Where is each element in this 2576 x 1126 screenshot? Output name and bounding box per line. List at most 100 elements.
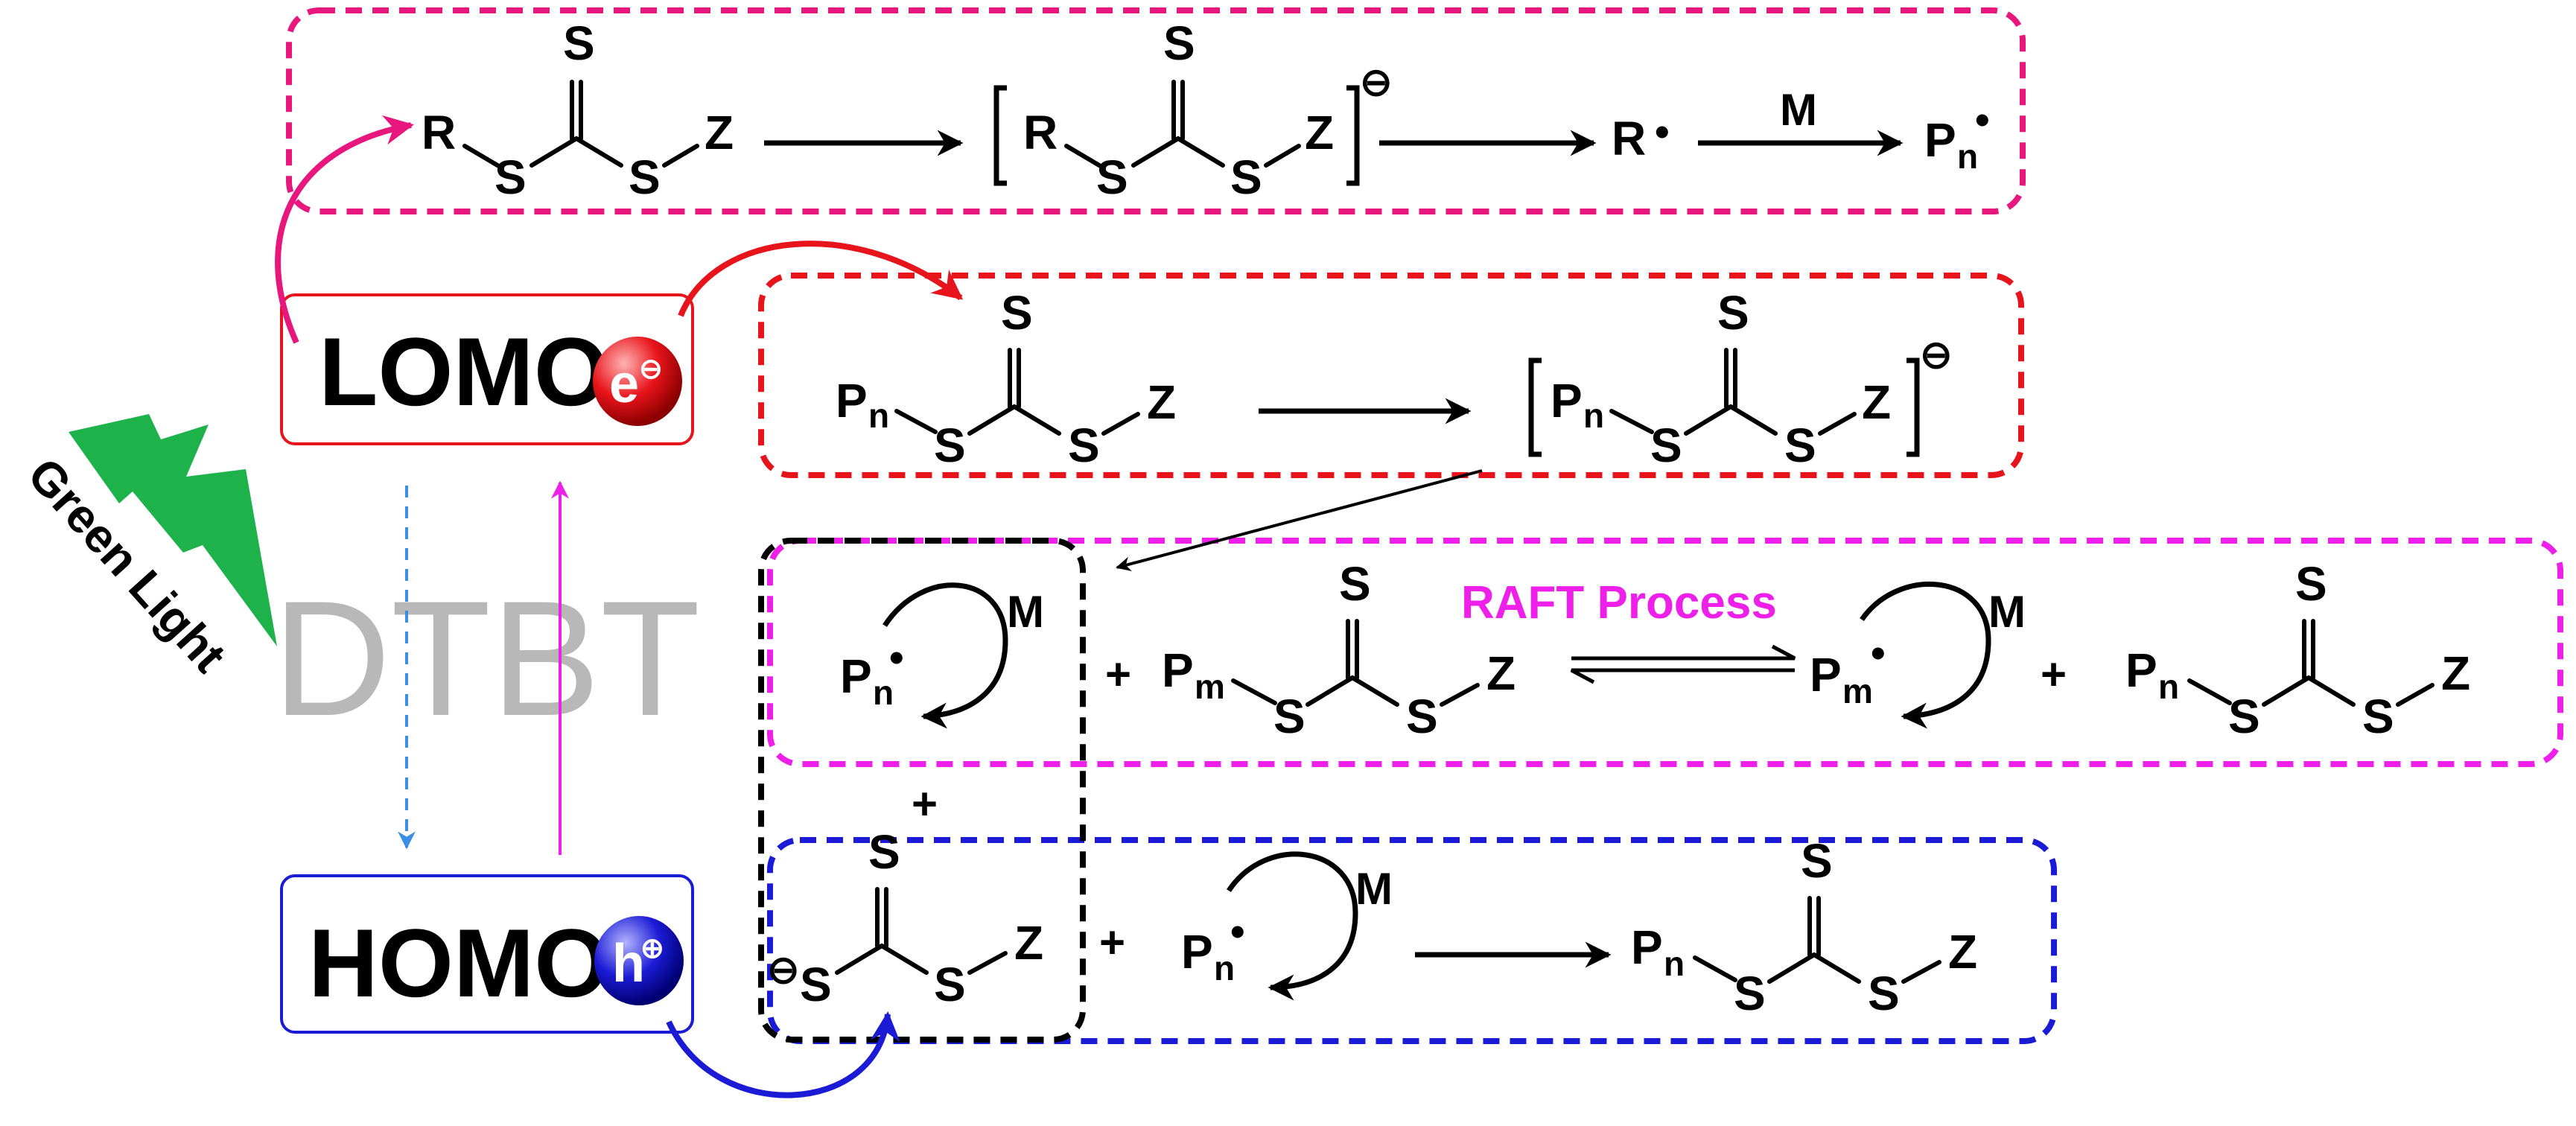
s-label: S xyxy=(1230,150,1262,204)
pn-ttc-row3: P n S S S Z xyxy=(2125,557,2470,743)
subscript-m: m xyxy=(1842,672,1873,710)
pn-ttc-row4: P n S S S Z xyxy=(1631,834,1977,1020)
r-label: R xyxy=(422,106,456,159)
radical-dot: • xyxy=(1871,629,1886,676)
equilibrium-arrows xyxy=(1570,644,1796,684)
raft-process-label: RAFT Process xyxy=(1461,577,1777,629)
s-label: S xyxy=(1163,16,1195,70)
electron-label: e xyxy=(609,354,639,414)
s-label: S xyxy=(1734,967,1766,1020)
s-label: S xyxy=(1650,419,1682,472)
pn-radical-row3: P n • M xyxy=(840,582,1044,729)
red-box xyxy=(758,273,2024,478)
monomer-addition-arc xyxy=(1860,581,1991,729)
minus-charge: ⊖ xyxy=(1920,334,1953,377)
row2-radical-anion: P n S S S Z ⊖ xyxy=(1528,286,1953,472)
monomer-label: M xyxy=(1007,587,1044,637)
radical-dot: • xyxy=(1655,108,1670,155)
z-label: Z xyxy=(1305,106,1334,159)
subscript-n: n xyxy=(873,673,894,712)
subscript-n: n xyxy=(1664,944,1685,983)
subscript-n: n xyxy=(868,396,889,435)
subscript-n: n xyxy=(1583,396,1604,435)
r-radical: R xyxy=(1612,112,1646,165)
subscript-m: m xyxy=(1195,667,1225,706)
blue-box xyxy=(767,837,2057,1044)
z-label: Z xyxy=(705,106,734,159)
pm-label: P xyxy=(1162,643,1194,697)
s-label: S xyxy=(1868,967,1900,1020)
pink-electron-transfer-arrow xyxy=(275,115,414,344)
pn-label: P xyxy=(1551,374,1583,427)
s-label: S xyxy=(2295,557,2327,611)
pn-label: P xyxy=(840,649,872,703)
top-pink-box xyxy=(286,7,2026,214)
monomer-addition-arc xyxy=(882,582,1008,729)
monomer-label: M xyxy=(1355,864,1393,914)
s-label: S xyxy=(494,150,527,204)
minus-charge: ⊖ xyxy=(1360,61,1393,104)
s-label: S xyxy=(1068,419,1100,472)
z-label: Z xyxy=(1147,375,1176,429)
pm-label: P xyxy=(1810,648,1842,702)
homo-label: HOMO xyxy=(308,909,609,1017)
s-label: S xyxy=(1273,690,1306,743)
subscript-n: n xyxy=(1957,137,1978,176)
s-label: S xyxy=(1784,419,1816,472)
lightning-icon xyxy=(69,414,277,646)
z-label: Z xyxy=(1948,925,1977,979)
ttc-anion: ⊖ S S S Z xyxy=(767,825,1043,1011)
dtbt-label: DTBT xyxy=(273,567,700,750)
blue-hole-transfer-arrow xyxy=(666,1011,900,1098)
s-label: S xyxy=(1406,690,1438,743)
s-label: S xyxy=(629,150,661,204)
row1-rs-csz: R S S S Z xyxy=(422,16,734,204)
radical-dot: • xyxy=(1975,96,1990,143)
plus-sign: + xyxy=(2041,649,2067,699)
pn-label: P xyxy=(1631,920,1663,974)
pn-label: P xyxy=(2125,643,2157,697)
s-label: S xyxy=(2362,690,2394,743)
s-label: S xyxy=(1339,557,1371,611)
red-electron-transfer-arrow xyxy=(678,241,964,317)
plus-sign: + xyxy=(1105,649,1131,699)
s-label: S xyxy=(1001,286,1033,340)
z-label: Z xyxy=(1014,916,1043,970)
s-label: S xyxy=(563,16,595,70)
row2-pn-ttc: P n S S S Z xyxy=(836,286,1176,472)
row1-radical-anion: R S S S Z ⊖ xyxy=(993,16,1393,204)
lomo-box xyxy=(280,293,694,445)
radical-dot: • xyxy=(1230,908,1245,955)
monomer-label: M xyxy=(1780,85,1817,135)
s-label: S xyxy=(1717,286,1749,340)
s-label: S xyxy=(800,958,832,1011)
pn-label: P xyxy=(836,374,868,427)
s-label: S xyxy=(868,825,900,879)
magenta-box xyxy=(767,538,2563,767)
electron-charge: ⊖ xyxy=(639,354,663,385)
r-label: R xyxy=(1023,106,1058,159)
minus-charge: ⊖ xyxy=(767,949,800,992)
subscript-n: n xyxy=(2158,667,2179,706)
z-label: Z xyxy=(2441,646,2470,700)
s-label: S xyxy=(1096,150,1128,204)
s-label: S xyxy=(2228,690,2260,743)
pn-radical-row4: P n • M xyxy=(1181,851,1393,1001)
pm-radical: P m • M xyxy=(1810,581,2026,729)
z-label: Z xyxy=(1486,646,1516,700)
plus-sign: + xyxy=(912,779,938,829)
z-label: Z xyxy=(1862,375,1891,429)
plus-sign: + xyxy=(1099,917,1125,967)
s-label: S xyxy=(1801,834,1833,888)
pn-radical: P xyxy=(1924,113,1956,167)
s-label: S xyxy=(934,958,966,1011)
pm-ttc: P m S S S Z xyxy=(1162,557,1516,743)
monomer-label: M xyxy=(1988,587,2026,637)
hole-label: h xyxy=(612,934,645,993)
radical-dot: • xyxy=(889,634,904,681)
lomo-label: LOMO xyxy=(319,317,609,426)
electron-sphere xyxy=(593,337,682,426)
hole-charge: ⊕ xyxy=(640,933,664,964)
homo-box xyxy=(280,874,694,1034)
